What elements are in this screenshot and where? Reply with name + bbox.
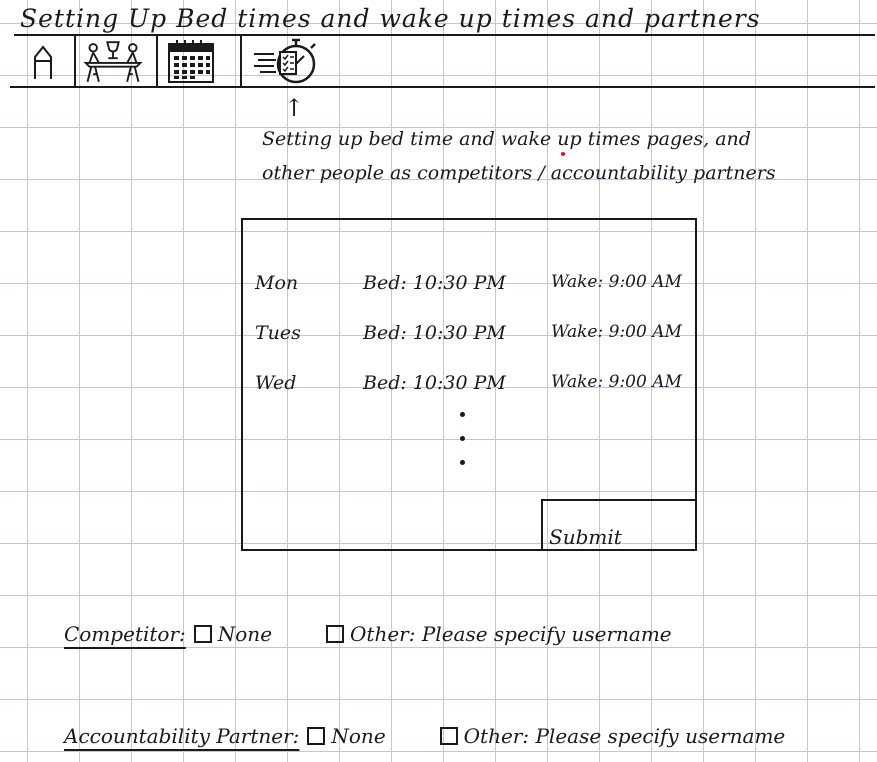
header-rule-bottom <box>10 86 875 88</box>
competitor-label: Competitor: <box>64 622 186 646</box>
page-title: Setting Up Bed times and wake up times a… <box>20 4 761 33</box>
accountability-label: Accountability Partner: <box>64 724 300 748</box>
competitor-other-checkbox[interactable] <box>326 625 345 643</box>
header-rule-top <box>14 34 875 36</box>
bed-time-field[interactable]: Bed: 10:30 PM <box>363 372 506 394</box>
accountability-other-option[interactable]: Other: Please specify username <box>439 724 786 748</box>
schedule-panel: Mon Bed: 10:30 PM Wake: 9:00 AM Tues Bed… <box>241 218 697 551</box>
accountability-none-option[interactable]: None <box>307 724 386 748</box>
bed-time-field[interactable]: Bed: 10:30 PM <box>363 272 506 294</box>
nav-calendar[interactable] <box>158 36 224 86</box>
annotation-line: Setting up bed time and wake up times pa… <box>262 128 751 150</box>
nav-separator <box>156 36 158 86</box>
calendar-icon <box>168 40 214 83</box>
competitor-row: Competitor: None Other: Please specify u… <box>64 622 672 646</box>
day-label: Wed <box>255 372 297 394</box>
schedule-row-tues: Tues Bed: 10:30 PM Wake: 9:00 AM <box>255 322 691 352</box>
competitor-none-checkbox[interactable] <box>193 625 212 643</box>
wake-time-field[interactable]: Wake: 9:00 AM <box>551 272 682 292</box>
wake-time-field[interactable]: Wake: 9:00 AM <box>551 322 682 342</box>
nav-home[interactable] <box>10 36 76 86</box>
accountability-other-checkbox[interactable] <box>439 727 458 745</box>
annotation-arrow: ↑ <box>284 94 305 122</box>
wake-time-field[interactable]: Wake: 9:00 AM <box>551 372 682 392</box>
day-label: Mon <box>255 272 299 294</box>
nav-separator <box>240 36 242 86</box>
annotation-line: other people as competitors / accountabi… <box>262 162 776 184</box>
schedule-row-wed: Wed Bed: 10:30 PM Wake: 9:00 AM <box>255 372 691 402</box>
red-mark <box>561 152 565 156</box>
annotation-text: Setting up bed time and wake up times pa… <box>262 122 852 190</box>
stopwatch-checklist-icon <box>254 38 316 84</box>
submit-button[interactable]: Submit <box>541 499 697 551</box>
nav-competitors[interactable] <box>80 36 146 86</box>
competitor-other-option[interactable]: Other: Please specify username <box>326 622 672 646</box>
competitor-none-option[interactable]: None <box>193 622 273 646</box>
home-icon <box>34 45 52 79</box>
day-label: Tues <box>255 322 301 344</box>
competitors-icon <box>83 41 143 82</box>
option-label: Other: Please specify username <box>350 622 672 646</box>
option-label: None <box>217 622 273 646</box>
nav-stopwatch[interactable] <box>252 36 324 86</box>
option-label: None <box>331 724 386 748</box>
schedule-row-mon: Mon Bed: 10:30 PM Wake: 9:00 AM <box>255 272 691 302</box>
accountability-none-checkbox[interactable] <box>307 727 326 745</box>
bed-time-field[interactable]: Bed: 10:30 PM <box>363 322 506 344</box>
option-label: Other: Please specify username <box>463 724 786 748</box>
accountability-row: Accountability Partner: None Other: Plea… <box>64 724 785 748</box>
more-days-ellipsis <box>460 412 470 484</box>
nav-separator <box>74 36 76 86</box>
